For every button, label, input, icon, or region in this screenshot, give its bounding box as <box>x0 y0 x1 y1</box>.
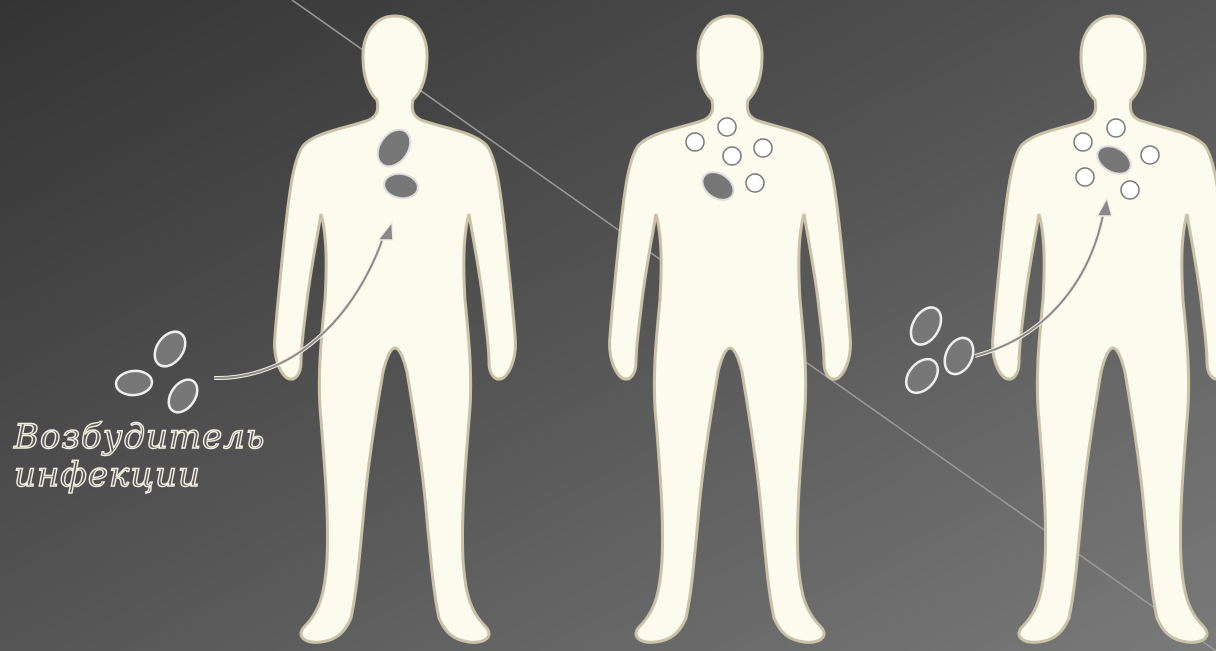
caption-line-2: инфекции <box>14 456 304 494</box>
immune-cell <box>723 147 741 165</box>
caption-line-1: Возбудитель <box>14 418 304 456</box>
immune-cell <box>1074 133 1092 151</box>
immune-cell <box>686 133 704 151</box>
immune-cell <box>754 139 772 157</box>
immune-cell <box>718 118 736 136</box>
immune-cell <box>1141 146 1159 164</box>
immune-cell <box>1076 168 1094 186</box>
pathogen-caption: Возбудитель инфекции <box>14 418 304 494</box>
immune-cell <box>1121 181 1139 199</box>
immune-cell <box>1107 119 1125 137</box>
immune-cell <box>746 174 764 192</box>
